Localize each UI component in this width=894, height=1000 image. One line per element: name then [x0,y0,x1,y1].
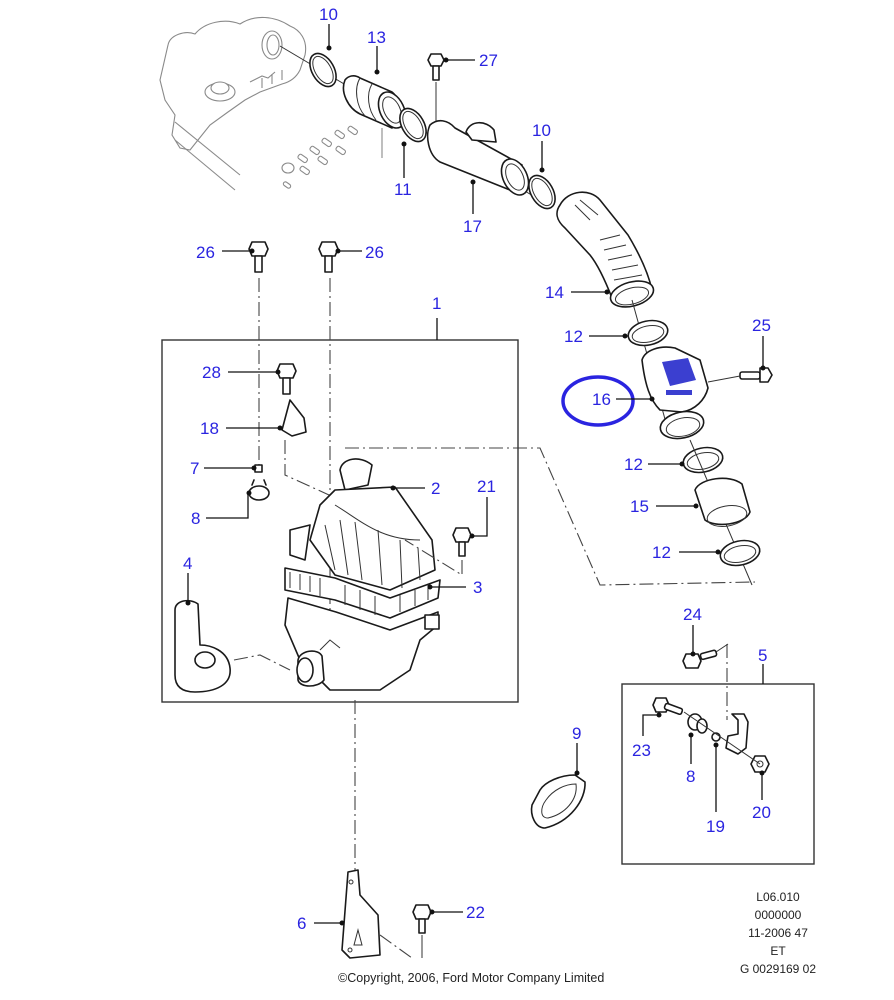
callout-24[interactable]: 24 [683,605,702,624]
callout-12[interactable]: 12 [652,543,671,562]
highlight-circle-16 [561,375,635,427]
assembly-frame-1 [161,339,519,703]
callout-23[interactable]: 23 [632,741,651,760]
callout-14[interactable]: 14 [545,283,564,302]
part-9-seal[interactable] [530,774,586,829]
part-2-air-cleaner-cover[interactable] [289,458,436,591]
callout-15[interactable]: 15 [630,497,649,516]
reference-line: 0000000 [754,908,802,922]
callout-25[interactable]: 25 [752,316,771,335]
callout-13[interactable]: 13 [367,28,386,47]
callout-6[interactable]: 6 [297,914,306,933]
callout-26[interactable]: 26 [196,243,215,262]
callout-4[interactable]: 4 [183,554,192,573]
callout-28[interactable]: 28 [202,363,221,382]
part-12-clamp-middle[interactable] [681,444,725,476]
air-cleaner-outlet-nozzle[interactable] [296,650,325,687]
callout-18[interactable]: 18 [200,419,219,438]
reference-line: G 0029169 02 [739,962,817,976]
part-8-bush[interactable] [687,713,708,734]
callout-10[interactable]: 10 [532,121,551,140]
callout-12[interactable]: 12 [564,327,583,346]
part-14-bellows-hose[interactable] [556,191,656,311]
reference-line: L06.010 [756,890,800,904]
callout-5[interactable]: 5 [758,646,767,665]
callout-22[interactable]: 22 [466,903,485,922]
part-25-bolt[interactable] [739,367,773,383]
part-18-bracket[interactable] [281,399,307,437]
callout-21[interactable]: 21 [477,477,496,496]
reference-line: 11-2006 47 [748,926,808,940]
part-21-bolt[interactable] [452,527,472,557]
callout-27[interactable]: 27 [479,51,498,70]
callout-8[interactable]: 8 [191,509,200,528]
part-26-bolt-left[interactable] [248,241,269,273]
callout-labels: 10 13 27 11 10 17 26 26 14 1 12 25 28 16… [183,5,771,933]
callout-11[interactable]: 11 [394,180,412,199]
part-10-clamp-middle[interactable] [523,171,560,213]
callout-20[interactable]: 20 [752,803,771,822]
callout-19[interactable]: 19 [706,817,725,836]
drawing-reference-block: L06.010 0000000 11-2006 47 ET G 0029169 … [718,888,838,978]
part-27-bolt[interactable] [427,53,445,81]
reference-line: ET [770,944,786,958]
callout-1[interactable]: 1 [432,294,441,313]
callout-9[interactable]: 9 [572,724,581,743]
part-23-bolt[interactable] [652,697,684,716]
part-22-bolt[interactable] [412,904,432,934]
part-24-bolt[interactable] [682,649,718,669]
part-28-bolt[interactable] [276,363,297,395]
part-3-air-filter-element[interactable] [284,567,441,619]
part-4-intake-duct[interactable] [174,599,231,693]
part-8-grommet[interactable] [248,479,270,501]
part-15-sleeve[interactable] [694,477,751,529]
callout-7[interactable]: 7 [190,459,199,478]
callout-8[interactable]: 8 [686,767,695,786]
copyright-notice: ©Copyright, 2006, Ford Motor Company Lim… [338,971,605,985]
part-12-clamp-upper[interactable] [626,317,670,349]
callout-2[interactable]: 2 [431,479,440,498]
part-11-clamp[interactable] [394,104,431,146]
part-16-mass-air-flow-sensor[interactable] [641,346,709,442]
callout-10[interactable]: 10 [319,5,338,24]
callout-26[interactable]: 26 [365,243,384,262]
part-26-bolt-right[interactable] [318,241,339,273]
assembly-frame-5 [621,683,815,865]
callout-12[interactable]: 12 [624,455,643,474]
part-10-clamp-upper[interactable] [304,49,341,91]
leader-lines [185,24,766,926]
part-17-resonator-tube[interactable] [426,119,534,200]
callout-3[interactable]: 3 [473,578,482,597]
part-12-clamp-lower[interactable] [718,537,762,569]
part-13-connector[interactable] [342,75,410,132]
callout-17[interactable]: 17 [463,217,482,236]
part-6-mounting-bracket[interactable] [341,869,381,959]
callout-16[interactable]: 16 [592,390,611,409]
engine-outline [159,16,383,191]
